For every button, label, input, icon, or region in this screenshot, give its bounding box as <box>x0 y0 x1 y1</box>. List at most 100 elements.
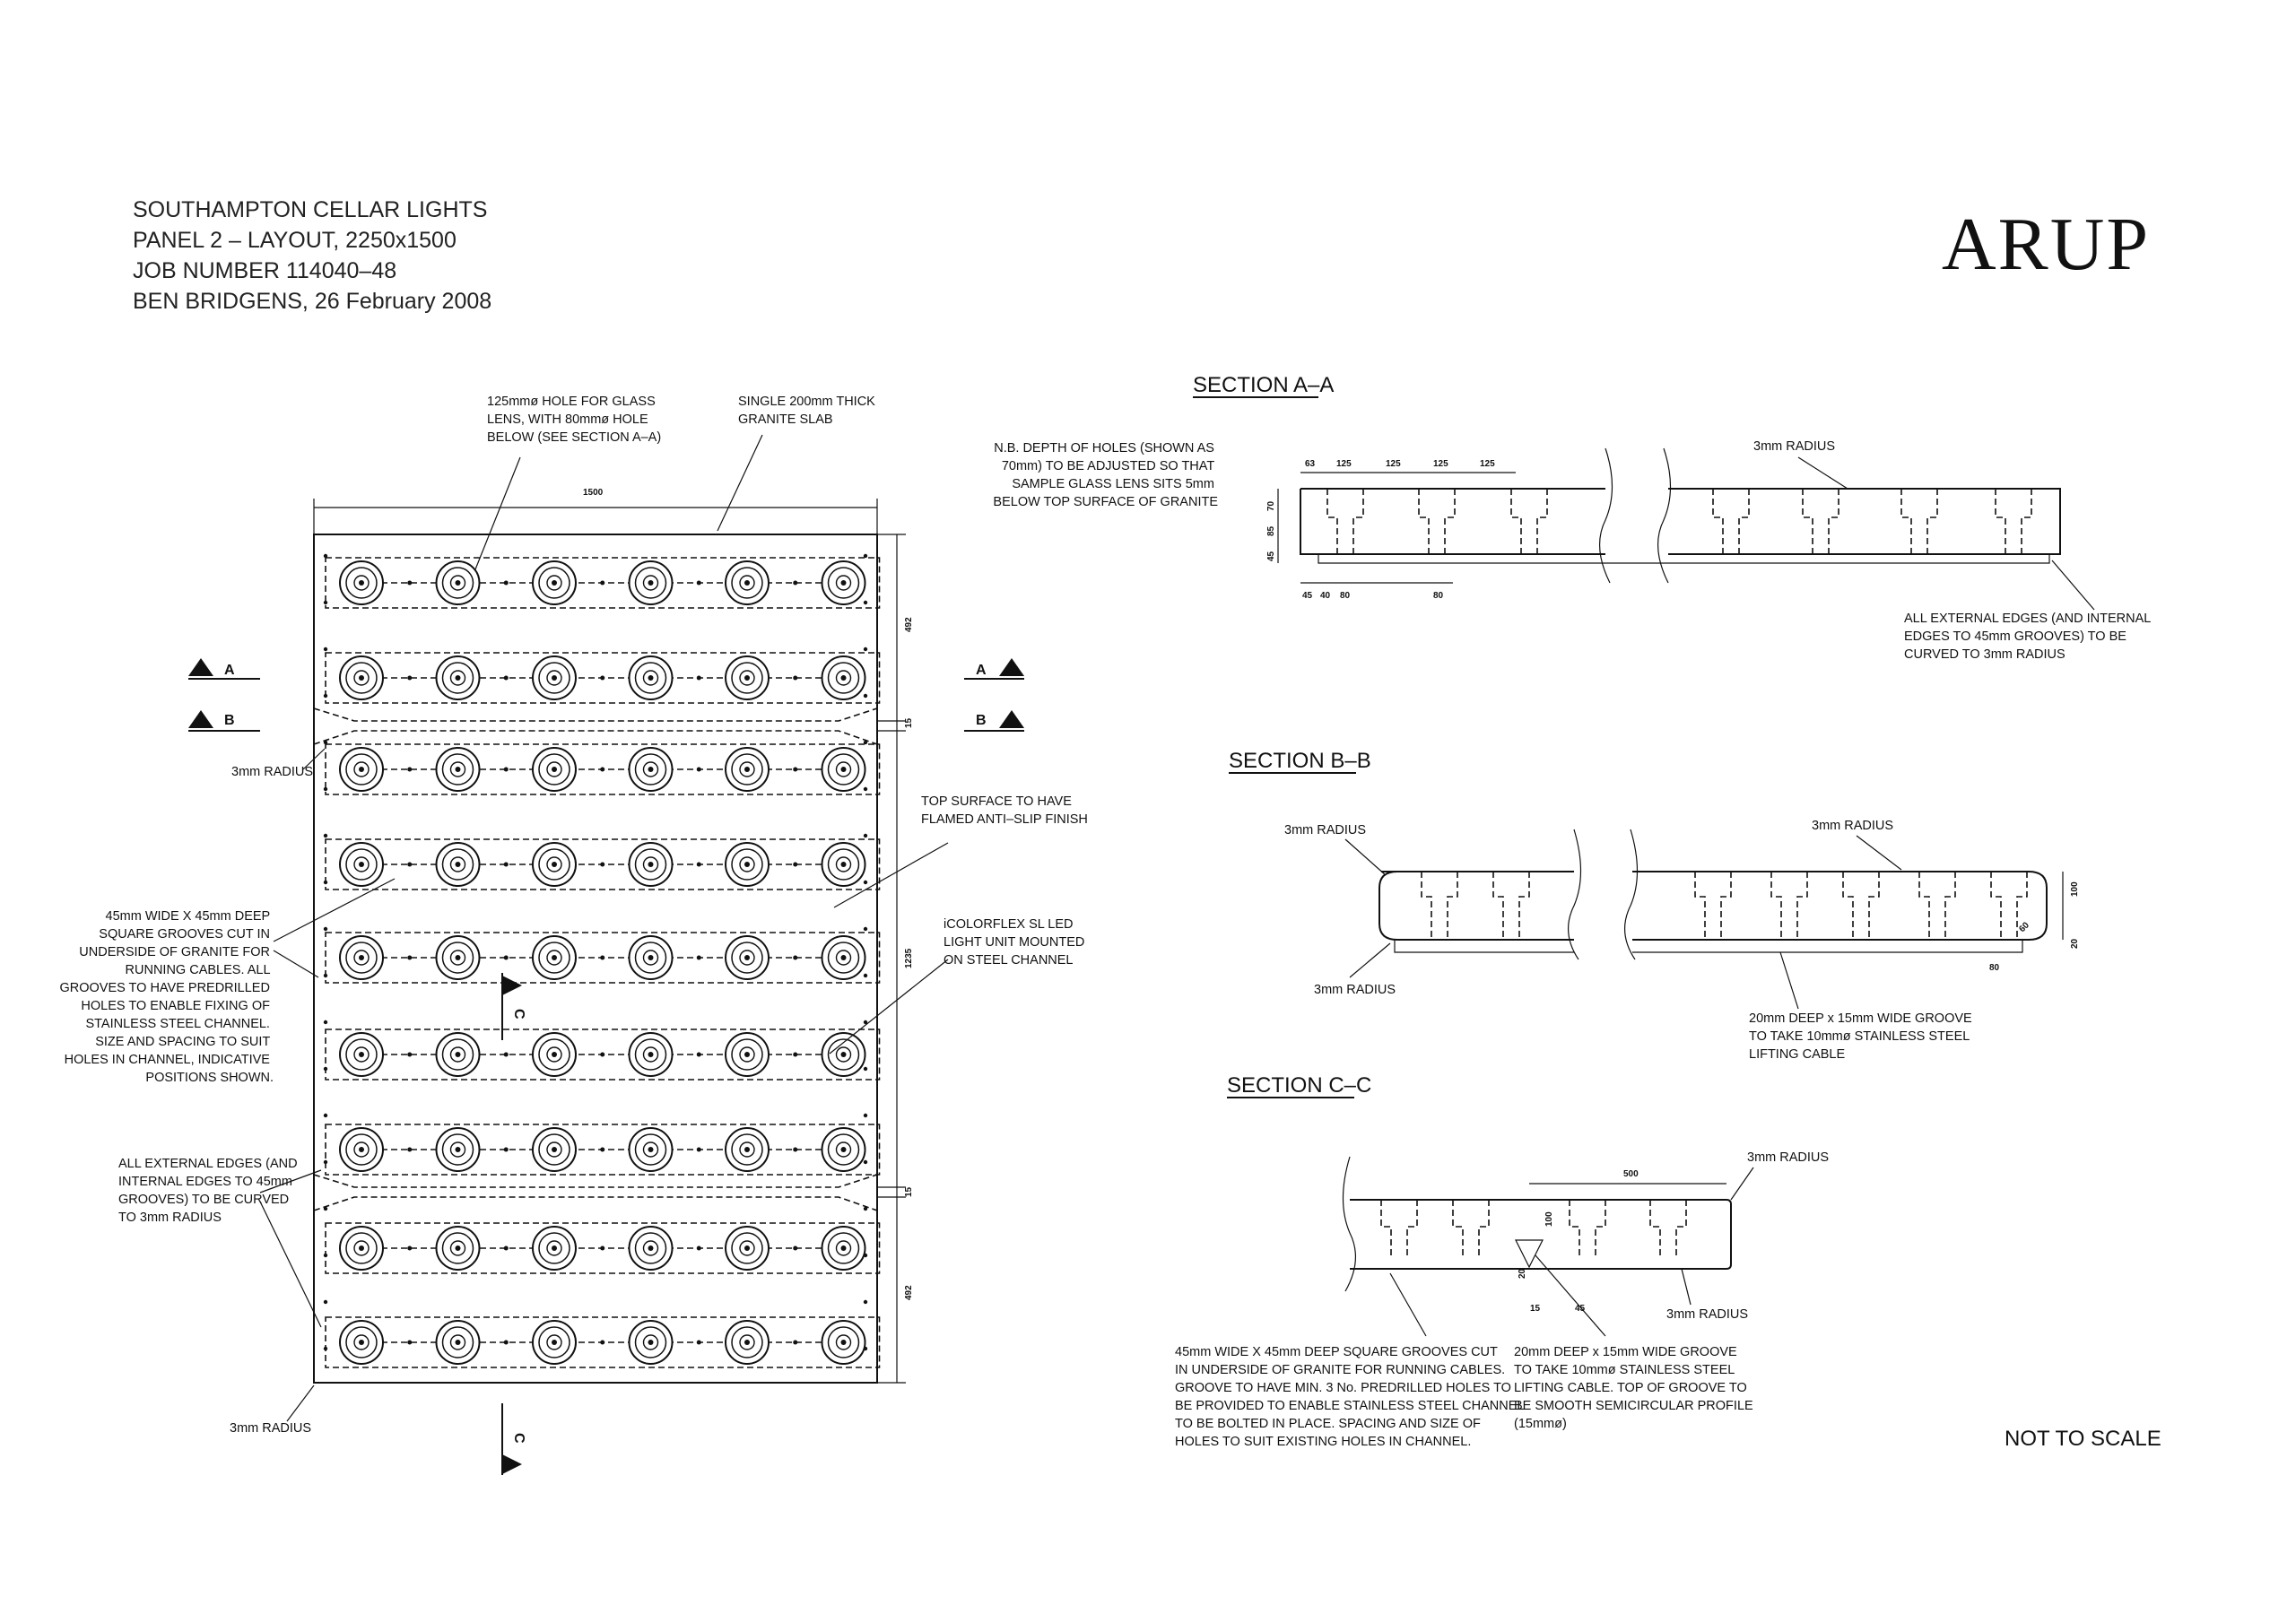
bb-dim-2: 80 <box>1989 963 2000 973</box>
lens-hole-profile <box>1452 1200 1490 1255</box>
fixing-hole <box>600 1340 605 1345</box>
lens-ring <box>441 567 474 599</box>
lens-ring <box>353 1240 370 1256</box>
lens-ring <box>642 1046 659 1063</box>
aa-dim-bottom-0: 45 <box>1302 591 1313 601</box>
lens-ring <box>642 1141 659 1158</box>
lens-hole-profile <box>1694 872 1732 940</box>
lens-ring <box>739 1046 755 1063</box>
cc-lifting-note: 20mm DEEP x 15mm WIDE GROOVE TO TAKE 10m… <box>1514 1345 1757 1431</box>
lens-ring <box>827 848 860 881</box>
lens-center <box>648 1245 654 1251</box>
aa-dim-top-1: 125 <box>1336 459 1352 469</box>
fixing-hole <box>503 1147 509 1152</box>
fixing-hole <box>407 675 413 681</box>
lens-center <box>840 675 847 681</box>
groove-row <box>325 557 881 609</box>
lens-ring <box>731 753 763 785</box>
lens-center <box>455 675 461 681</box>
dim-side-top: 492 <box>904 617 914 632</box>
lens-ring <box>449 575 466 591</box>
lens-center <box>359 1147 364 1152</box>
fixing-hole <box>793 955 798 960</box>
lens-ring <box>731 1133 763 1166</box>
lens-ring <box>353 575 370 591</box>
section-aa-title: SECTION A–A <box>1193 373 1334 397</box>
lens-center <box>744 767 750 772</box>
fixing-hole <box>503 1245 509 1251</box>
lens-center <box>455 767 461 772</box>
fixing-hole <box>407 580 413 586</box>
edge-fixing <box>323 693 328 699</box>
lens-ring <box>538 1232 570 1264</box>
fixing-hole <box>407 955 413 960</box>
edge-fixing <box>863 1299 868 1305</box>
lens-ring <box>827 567 860 599</box>
lens-center <box>359 955 364 960</box>
fixing-hole <box>407 767 413 772</box>
edge-fixing <box>323 1020 328 1025</box>
marker-b-right: B <box>976 713 987 728</box>
lens-center <box>840 580 847 586</box>
lens-ring <box>345 1326 378 1358</box>
lens-center <box>455 1245 461 1251</box>
fixing-hole <box>503 767 509 772</box>
edge-fixing <box>323 647 328 652</box>
lens-center <box>552 675 557 681</box>
fixing-hole <box>407 1147 413 1152</box>
lens-ring <box>353 1141 370 1158</box>
lens-ring <box>441 1133 474 1166</box>
edge-fixing <box>863 1066 868 1072</box>
lens-ring <box>739 950 755 966</box>
edge-fixing <box>863 1346 868 1351</box>
lens-ring <box>546 1240 562 1256</box>
section-aa-depth-note: N.B. DEPTH OF HOLES (SHOWN AS 70mm) TO B… <box>993 441 1218 509</box>
fixing-hole <box>696 1147 701 1152</box>
lens-ring <box>731 1038 763 1071</box>
bb-radius-top-left: 3mm RADIUS <box>1284 823 1366 838</box>
lens-ring <box>634 567 667 599</box>
lens-ring <box>835 1240 852 1256</box>
lens-center <box>552 862 557 867</box>
note-radius-left: 3mm RADIUS <box>231 765 313 779</box>
edge-fixing <box>863 880 868 885</box>
fixing-hole <box>407 1052 413 1057</box>
lens-center <box>552 1052 557 1057</box>
lens-hole-profile <box>1900 489 1938 554</box>
marker-c-bottom-arrow <box>502 1454 522 1474</box>
edge-fixing <box>323 1206 328 1211</box>
lens-ring <box>441 942 474 974</box>
fixing-hole <box>793 1147 798 1152</box>
lens-ring <box>835 1046 852 1063</box>
lens-ring <box>739 1334 755 1350</box>
lens-ring <box>835 670 852 686</box>
edge-fixing <box>863 553 868 559</box>
lens-ring <box>449 1240 466 1256</box>
lens-ring <box>731 1232 763 1264</box>
lens-ring <box>345 942 378 974</box>
arup-logo: ARUP <box>1942 203 2150 286</box>
lens-ring <box>634 942 667 974</box>
edge-fixing <box>323 1066 328 1072</box>
lens-center <box>840 1052 847 1057</box>
note-radius-bottom: 3mm RADIUS <box>230 1421 311 1436</box>
lens-ring <box>835 1141 852 1158</box>
lens-ring <box>441 1038 474 1071</box>
marker-c-bottom: C <box>511 1433 526 1444</box>
lens-center <box>648 767 654 772</box>
fixing-hole <box>407 1340 413 1345</box>
lens-center <box>359 767 364 772</box>
lens-ring <box>739 761 755 777</box>
cc-radius-top: 3mm RADIUS <box>1747 1150 1829 1165</box>
lens-ring <box>835 1334 852 1350</box>
lens-ring <box>441 662 474 694</box>
lens-ring <box>731 567 763 599</box>
groove-row <box>325 1028 881 1081</box>
lens-ring <box>634 1232 667 1264</box>
aa-dim-top-4: 125 <box>1480 459 1495 469</box>
lens-ring <box>538 1326 570 1358</box>
edge-fixing <box>863 786 868 792</box>
lens-ring <box>546 761 562 777</box>
lens-center <box>840 955 847 960</box>
lens-center <box>552 1245 557 1251</box>
